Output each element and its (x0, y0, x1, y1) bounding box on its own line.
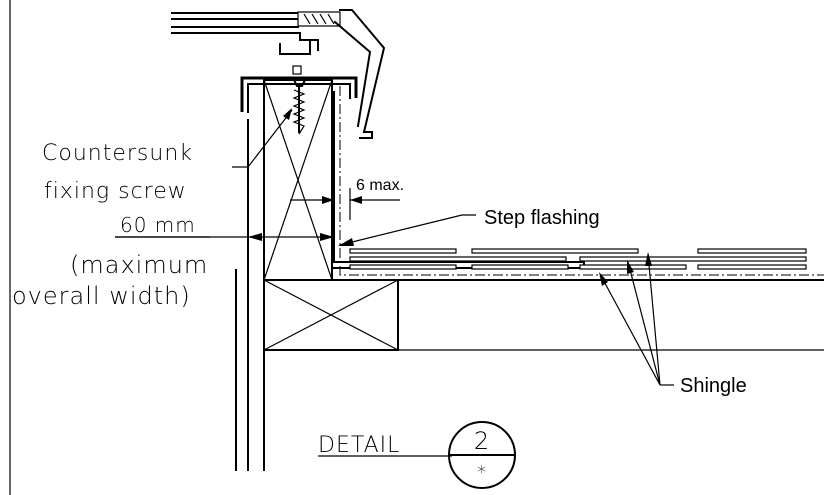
detail-number: 2 (474, 427, 490, 455)
shingle-layer (349, 248, 807, 270)
label-shingle: Shingle (680, 375, 747, 397)
label-maximum-line1: (maximum (70, 251, 208, 279)
detail-word: DETAIL (318, 433, 400, 458)
label-dimension-6: 6 max. (356, 177, 404, 194)
underlay-membrane (339, 86, 824, 276)
label-screw-line2: fixing screw (44, 179, 187, 204)
label-maximum-line2: overall width) (12, 282, 191, 310)
label-screw-line1: Countersunk (42, 141, 193, 166)
countersunk-screw (291, 77, 308, 135)
leader-screw (232, 109, 293, 168)
leader-step-flashing (339, 214, 476, 246)
lower-timber (263, 279, 399, 351)
label-step-flashing: Step flashing (484, 207, 600, 229)
leader-shingle (599, 252, 674, 386)
label-dimension-60: 60 mm (120, 213, 196, 237)
detail-sheet: * (477, 462, 487, 483)
dimension-60-mm (115, 233, 334, 241)
dimension-6-max (290, 188, 400, 220)
detail-title: DETAIL 2 * (318, 421, 516, 489)
skylight-frame (171, 9, 386, 139)
